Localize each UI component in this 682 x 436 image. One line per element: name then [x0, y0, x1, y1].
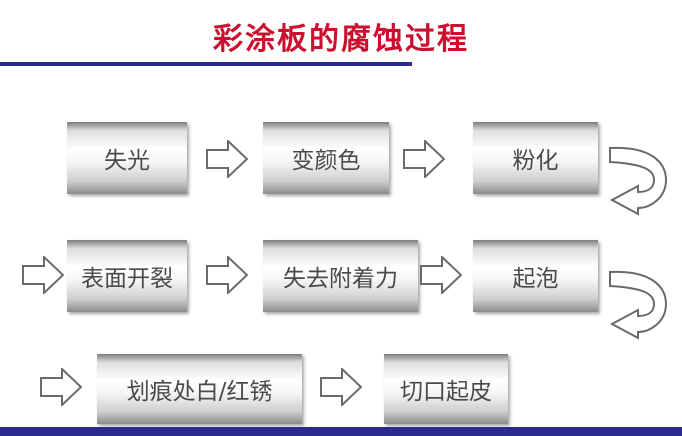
footer-bar [0, 427, 682, 436]
stage-box-7: 划痕处白/红锈 [97, 354, 302, 424]
u-turn-arrow-icon-2 [604, 264, 670, 340]
stage-label-8: 切口起皮 [400, 379, 492, 405]
right-arrow-icon-1 [206, 140, 248, 178]
diagram-title: 彩涂板的腐蚀过程 [213, 22, 469, 57]
title-underline [0, 62, 412, 66]
stage-box-1: 失光 [67, 122, 187, 194]
right-arrow-icon-6 [40, 368, 82, 406]
right-arrow-icon-3 [22, 256, 64, 294]
stage-label-4: 表面开裂 [81, 266, 173, 292]
stage-label-6: 起泡 [512, 266, 559, 292]
right-arrow-icon-2 [403, 140, 445, 178]
stage-label-1: 失光 [104, 148, 150, 174]
stage-box-6: 起泡 [473, 240, 598, 312]
right-arrow-icon-5 [420, 256, 462, 294]
u-turn-arrow-icon-1 [604, 140, 670, 216]
stage-box-5: 失去附着力 [263, 240, 418, 312]
stage-label-7: 划痕处白/红锈 [126, 379, 273, 405]
right-arrow-icon-7 [320, 368, 362, 406]
stage-label-2: 变颜色 [291, 148, 361, 174]
stage-label-5: 失去附着力 [283, 266, 398, 292]
stage-box-8: 切口起皮 [384, 354, 508, 424]
stage-box-4: 表面开裂 [67, 240, 187, 312]
right-arrow-icon-4 [206, 256, 248, 294]
stage-label-3: 粉化 [512, 148, 559, 174]
stage-box-2: 变颜色 [263, 122, 389, 194]
stage-box-3: 粉化 [473, 122, 598, 194]
